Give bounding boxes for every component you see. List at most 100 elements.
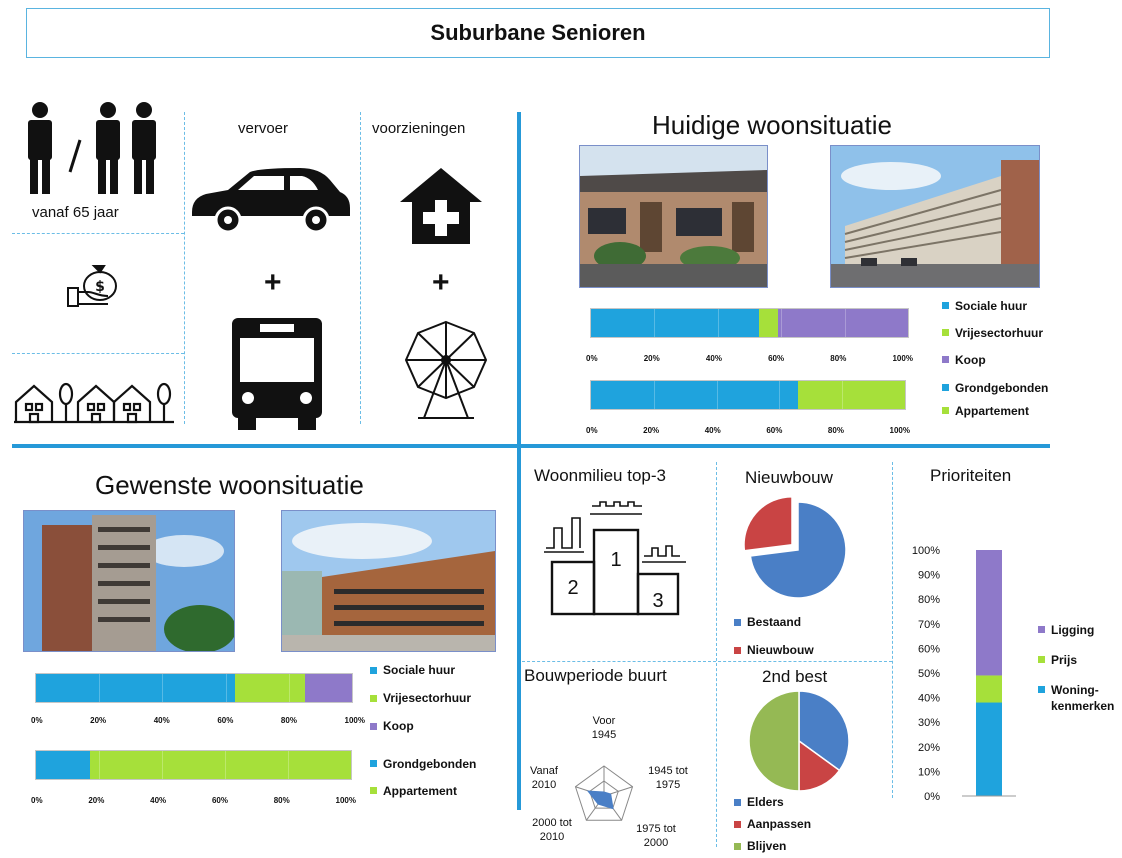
legend-item-woning-kenmerken: Woning-kenmerken <box>1038 682 1114 714</box>
axis-tick-label: 100% <box>892 354 913 363</box>
legend-item-vrijesectorhuur: Vrijesectorhuur <box>942 319 1043 346</box>
current-tenure-bar <box>590 308 909 338</box>
legend-item-sociale-huur: Sociale huur <box>942 292 1043 319</box>
legend-label: Woning-kenmerken <box>1051 683 1115 713</box>
legend-swatch <box>734 820 741 828</box>
axis-tick-label: 40% <box>704 426 721 435</box>
stack-segment-prijs <box>976 675 1002 703</box>
axis-tick-label: 20% <box>918 742 940 754</box>
current-type-bar <box>590 380 906 410</box>
horizontal-divider <box>12 444 1050 448</box>
axis-tick-label: 0% <box>31 796 43 805</box>
legend-swatch <box>942 356 949 363</box>
legend-swatch <box>942 329 949 336</box>
legend-label: Prijs <box>1051 653 1078 667</box>
legend-item-koop: Koop <box>942 346 1043 373</box>
page-title: Suburbane Senioren <box>26 8 1050 58</box>
legend-swatch <box>734 798 741 806</box>
legend-label: Grondgebonden <box>955 380 1049 395</box>
bar-segment-vrijesectorhuur <box>759 309 779 337</box>
legend-label: Sociale huur <box>955 298 1028 313</box>
divider-dashed <box>892 462 893 798</box>
plus-sign: + <box>432 266 450 299</box>
axis-tick-label: 60% <box>766 426 783 435</box>
desired-type-axis: 0%20%40%60%80%100% <box>31 796 356 805</box>
bar-segment-grondgebonden <box>591 381 799 409</box>
car-icon <box>192 168 350 234</box>
radar-grid-ring <box>589 780 619 809</box>
stack-segment-woning-kenmerken <box>976 702 1002 796</box>
axis-tick-label: 20% <box>90 716 107 725</box>
legend-item-elders: Elders <box>734 791 811 813</box>
axis-tick-label: 60% <box>918 643 940 655</box>
legend-swatch <box>1038 686 1045 693</box>
axis-tick-label: 20% <box>88 796 105 805</box>
photo-high-rise <box>23 510 235 652</box>
svg-text:$: $ <box>95 279 105 295</box>
axis-tick-label: 90% <box>918 570 940 582</box>
bar-gridline <box>288 751 289 779</box>
axis-tick-label: 0% <box>586 426 598 435</box>
bus-icon <box>232 318 322 430</box>
legend-item-vrijesectorhuur: Vrijesectorhuur <box>370 684 471 712</box>
legend-swatch <box>370 666 377 674</box>
bar-gridline <box>288 674 290 702</box>
prioriteiten-stacked-bar: 100%90%80%70%60%50%40%30%20%10%0% <box>912 545 1016 803</box>
current-situation-title: Huidige woonsituatie <box>652 110 892 140</box>
axis-tick-label: 40% <box>150 796 167 805</box>
legend-label: Grondgebonden <box>383 756 477 771</box>
legend-swatch <box>1038 656 1045 663</box>
podium-first: 1 <box>610 549 621 571</box>
bar-gridline <box>654 309 656 337</box>
bar-gridline <box>779 381 781 409</box>
bar-segment-sociale-huur <box>591 309 759 337</box>
axis-tick-label: 40% <box>918 693 940 705</box>
axis-tick-label: 40% <box>705 354 722 363</box>
legend-label: Sociale huur <box>383 663 456 677</box>
pie-slice-nieuwbouw <box>743 495 793 552</box>
legend-swatch <box>370 760 377 767</box>
legend-item-koop: Koop <box>370 712 471 740</box>
bar-gridline <box>716 381 718 409</box>
health-house-icon <box>400 168 482 244</box>
current-type-axis: 0%20%40%60%80%100% <box>586 426 910 435</box>
axis-tick-label: 80% <box>827 426 844 435</box>
divider-dashed <box>184 112 185 424</box>
vertical-divider <box>517 112 521 810</box>
bouwperiode-title: Bouwperiode buurt <box>524 666 667 685</box>
legend-swatch <box>370 694 377 702</box>
pie-slice-bestaand <box>749 501 847 599</box>
nieuwbouw-pie-chart <box>743 495 847 599</box>
woonmilieu-title: Woonmilieu top-3 <box>534 466 666 485</box>
bar-segment-vrijesectorhuur <box>235 674 305 702</box>
bar-gridline <box>99 751 100 779</box>
pie-slice-elders <box>798 690 850 772</box>
bar-segment-koop <box>304 674 352 702</box>
legend-item-nieuwbouw: Nieuwbouw <box>734 636 814 664</box>
bar-gridline <box>781 309 783 337</box>
legend-swatch <box>942 384 949 391</box>
axis-tick-label: 0% <box>31 716 43 725</box>
axis-tick-label: 0% <box>924 791 940 803</box>
nieuwbouw-title: Nieuwbouw <box>745 468 833 487</box>
legend-label: Vrijesectorhuur <box>955 325 1044 340</box>
legend-swatch <box>734 618 741 626</box>
bar-segment-grondgebonden <box>36 751 90 779</box>
legend-swatch <box>942 302 949 309</box>
second-best-title: 2nd best <box>762 667 828 686</box>
legend-swatch <box>734 646 741 654</box>
plus-sign: + <box>264 266 282 299</box>
legend-swatch <box>370 787 377 794</box>
legend-label: Aanpassen <box>747 817 812 831</box>
legend-item-prijs: Prijs <box>1038 652 1114 668</box>
transport-label: vervoer <box>238 120 289 137</box>
legend-label: Blijven <box>747 839 787 853</box>
axis-tick-label: 80% <box>273 796 290 805</box>
